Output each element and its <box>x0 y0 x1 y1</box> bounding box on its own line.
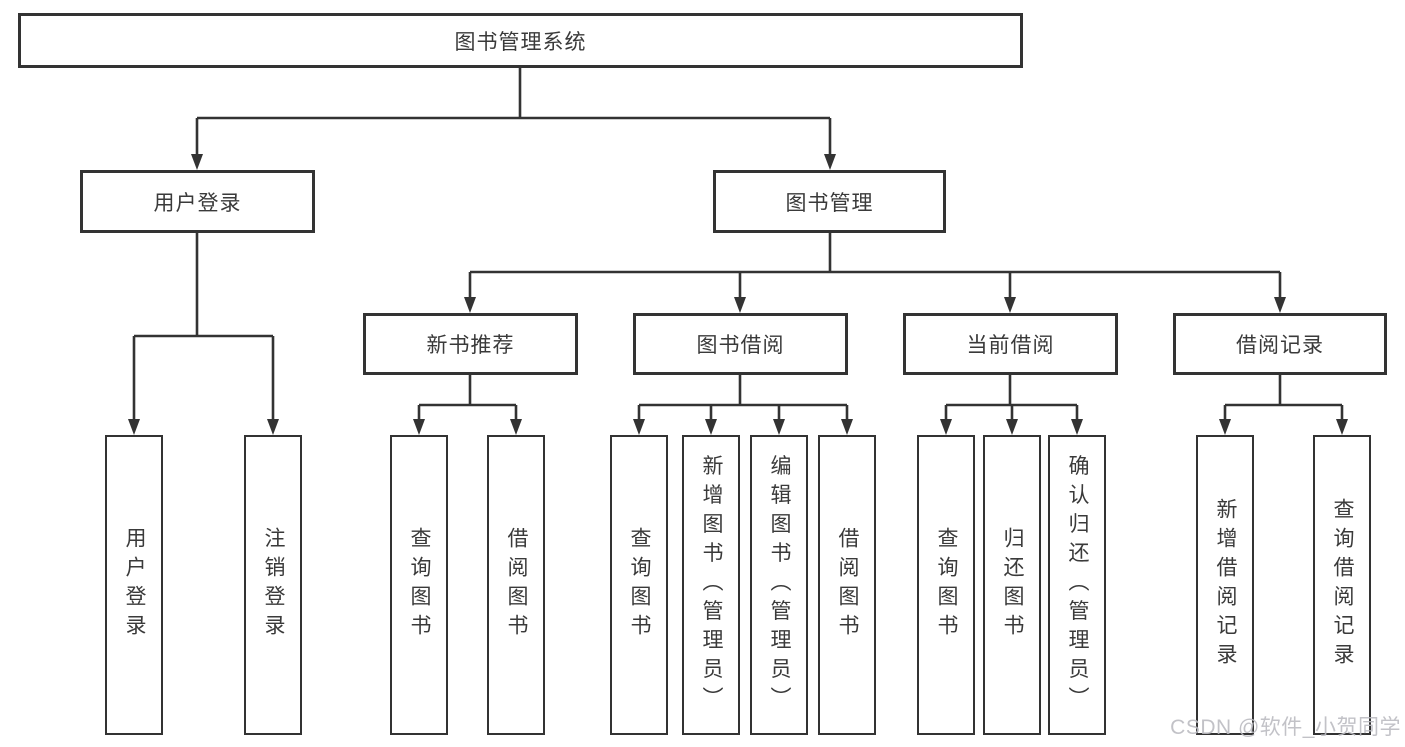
node-borrowing-records: 借阅记录 <box>1173 313 1387 375</box>
leaf-borrow-books-recommend-label: 借阅图书 <box>505 527 528 643</box>
leaf-return-books: 归还图书 <box>983 435 1041 735</box>
connector-new-book-recommend-to-leaves <box>413 375 522 435</box>
node-library-system: 图书管理系统 <box>18 13 1023 68</box>
connector-borrowing-records-to-leaves <box>1219 375 1348 435</box>
leaf-borrow-books-recommend: 借阅图书 <box>487 435 545 735</box>
leaf-query-borrow-record: 查询借阅记录 <box>1313 435 1371 735</box>
leaf-user-login: 用户登录 <box>105 435 163 735</box>
node-book-management: 图书管理 <box>713 170 946 233</box>
connector-root-to-level2 <box>191 68 836 170</box>
node-borrowing-records-label: 借阅记录 <box>1236 334 1324 357</box>
leaf-borrow-books-label: 借阅图书 <box>836 527 859 643</box>
leaf-confirm-return-admin-label: 确认归还（管理员） <box>1066 454 1089 716</box>
node-book-management-label: 图书管理 <box>785 191 874 215</box>
node-library-system-label: 图书管理系统 <box>454 30 587 54</box>
leaf-query-books-borrowing: 查询图书 <box>610 435 668 735</box>
leaf-edit-books-admin-label: 编辑图书（管理员） <box>768 454 791 716</box>
leaf-query-borrow-record-label: 查询借阅记录 <box>1331 498 1354 672</box>
leaf-edit-books-admin: 编辑图书（管理员） <box>750 435 808 735</box>
connector-user-login-to-leaves <box>128 233 279 435</box>
node-book-borrowing-label: 图书借阅 <box>696 334 785 357</box>
leaf-confirm-return-admin: 确认归还（管理员） <box>1048 435 1106 735</box>
leaf-return-books-label: 归还图书 <box>1001 527 1024 643</box>
connector-book-borrowing-to-leaves <box>633 375 853 435</box>
node-current-borrowing: 当前借阅 <box>903 313 1118 375</box>
leaf-add-borrow-record-label: 新增借阅记录 <box>1214 498 1237 672</box>
connector-current-borrowing-to-leaves <box>940 375 1083 435</box>
leaf-logout-login: 注销登录 <box>244 435 302 735</box>
leaf-query-books-borrowing-label: 查询图书 <box>628 527 651 643</box>
node-user-login: 用户登录 <box>80 170 315 233</box>
node-book-borrowing: 图书借阅 <box>633 313 848 375</box>
leaf-user-login-label: 用户登录 <box>123 527 146 643</box>
node-new-book-recommend-label: 新书推荐 <box>426 334 515 357</box>
leaf-query-books-recommend: 查询图书 <box>390 435 448 735</box>
node-new-book-recommend: 新书推荐 <box>363 313 578 375</box>
leaf-borrow-books: 借阅图书 <box>818 435 876 735</box>
leaf-query-books-recommend-label: 查询图书 <box>408 527 431 643</box>
node-user-login-label: 用户登录 <box>153 191 242 215</box>
leaf-add-borrow-record: 新增借阅记录 <box>1196 435 1254 735</box>
csdn-watermark: CSDN @软件_小贺同学 <box>1170 716 1401 739</box>
leaf-logout-login-label: 注销登录 <box>262 527 285 643</box>
leaf-add-books-admin: 新增图书（管理员） <box>682 435 740 735</box>
leaf-query-books-current: 查询图书 <box>917 435 975 735</box>
leaf-query-books-current-label: 查询图书 <box>935 527 958 643</box>
leaf-add-books-admin-label: 新增图书（管理员） <box>700 454 723 716</box>
node-current-borrowing-label: 当前借阅 <box>966 334 1055 357</box>
connector-book-management-to-groups <box>464 233 1286 313</box>
